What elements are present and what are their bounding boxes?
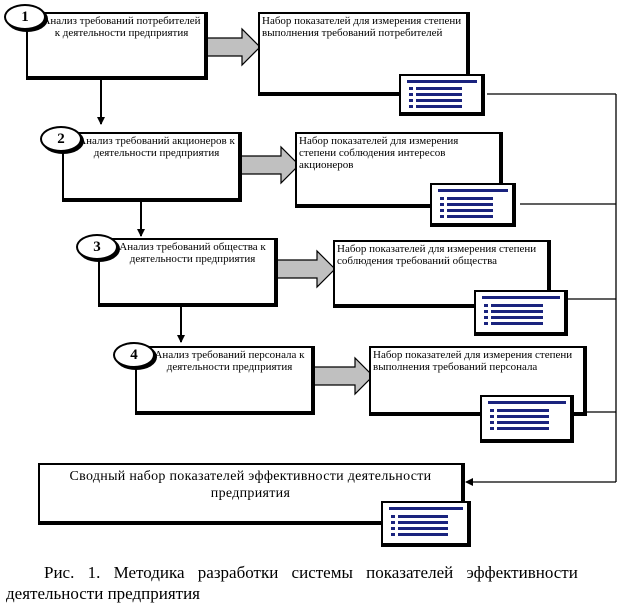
summary-text: Сводный набор показателей эффективности … [69,469,432,501]
caption-line-2: деятельности предприятия [6,584,200,603]
step-box-3: Анализ требований общества к деятельност… [98,238,278,307]
step-number-2: 2 [57,131,65,147]
block-arrow-2 [235,145,300,185]
indicator-box-1: Набор показателей для измерения степени … [258,12,470,96]
step-box-4: Анализ требований персонала к деятельнос… [135,346,315,415]
step-text-3: Анализ требований общества к деятельност… [119,241,266,265]
step-number-badge-1: 1 [4,4,46,30]
step-number-badge-2: 2 [40,126,82,152]
step-number-3: 3 [93,239,101,255]
indicator-text-4: Набор показателей для измерения степени … [373,349,573,373]
step-box-2: Анализ требований акционеров к деятельно… [62,132,242,202]
indicator-document-icon-4 [480,395,574,443]
step-number-badge-3: 3 [76,234,118,260]
step-text-2: Анализ требований акционеров к деятельно… [78,135,235,159]
step-number-badge-4: 4 [113,342,155,368]
step-text-4: Анализ требований персонала к деятельнос… [154,349,305,373]
summary-document-icon [381,501,471,547]
block-arrow-3 [271,249,336,289]
block-arrow-4 [310,356,374,396]
indicator-document-icon-2 [430,183,516,227]
caption-line-1: Рис. 1. Методика разработки системы пока… [44,563,578,582]
step-number-4: 4 [130,347,138,363]
indicator-document-icon-1 [399,74,485,116]
indicator-document-icon-3 [474,290,568,336]
step-text-1: Анализ требований потребителей к деятель… [42,15,201,39]
step-box-1: Анализ требований потребителей к деятель… [26,12,208,80]
indicator-box-4: Набор показателей для измерения степени … [369,346,587,416]
indicator-text-1: Набор показателей для измерения степени … [262,15,462,39]
indicator-text-3: Набор показателей для измерения степени … [337,243,537,267]
indicator-text-2: Набор показателей для измерения степени … [299,135,459,171]
step-number-1: 1 [21,9,29,25]
figure-caption: Рис. 1. Методика разработки системы пока… [0,562,638,604]
